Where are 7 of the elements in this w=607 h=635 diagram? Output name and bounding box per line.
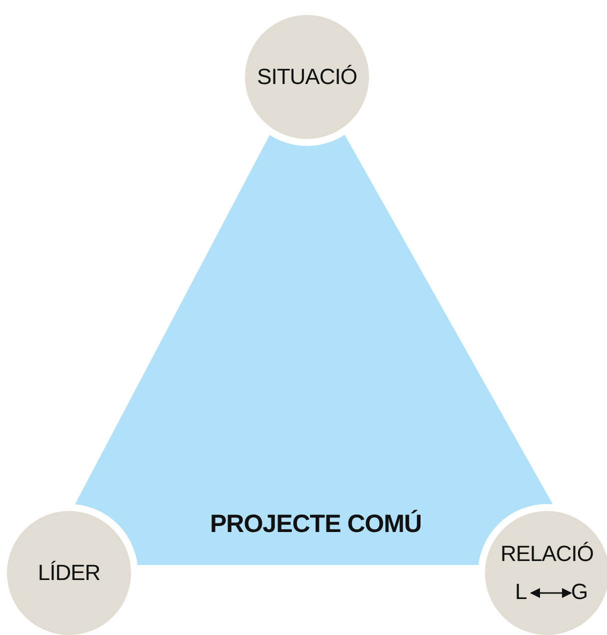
node-label: G — [571, 579, 588, 604]
center-label: PROJECTE COMÚ — [210, 510, 422, 539]
node-label: LÍDER — [38, 560, 100, 586]
node-label: SITUACIÓ — [257, 64, 357, 90]
node-label: RELACIÓ — [500, 541, 594, 567]
node-label: L — [515, 579, 527, 604]
double-arrow — [530, 588, 572, 598]
